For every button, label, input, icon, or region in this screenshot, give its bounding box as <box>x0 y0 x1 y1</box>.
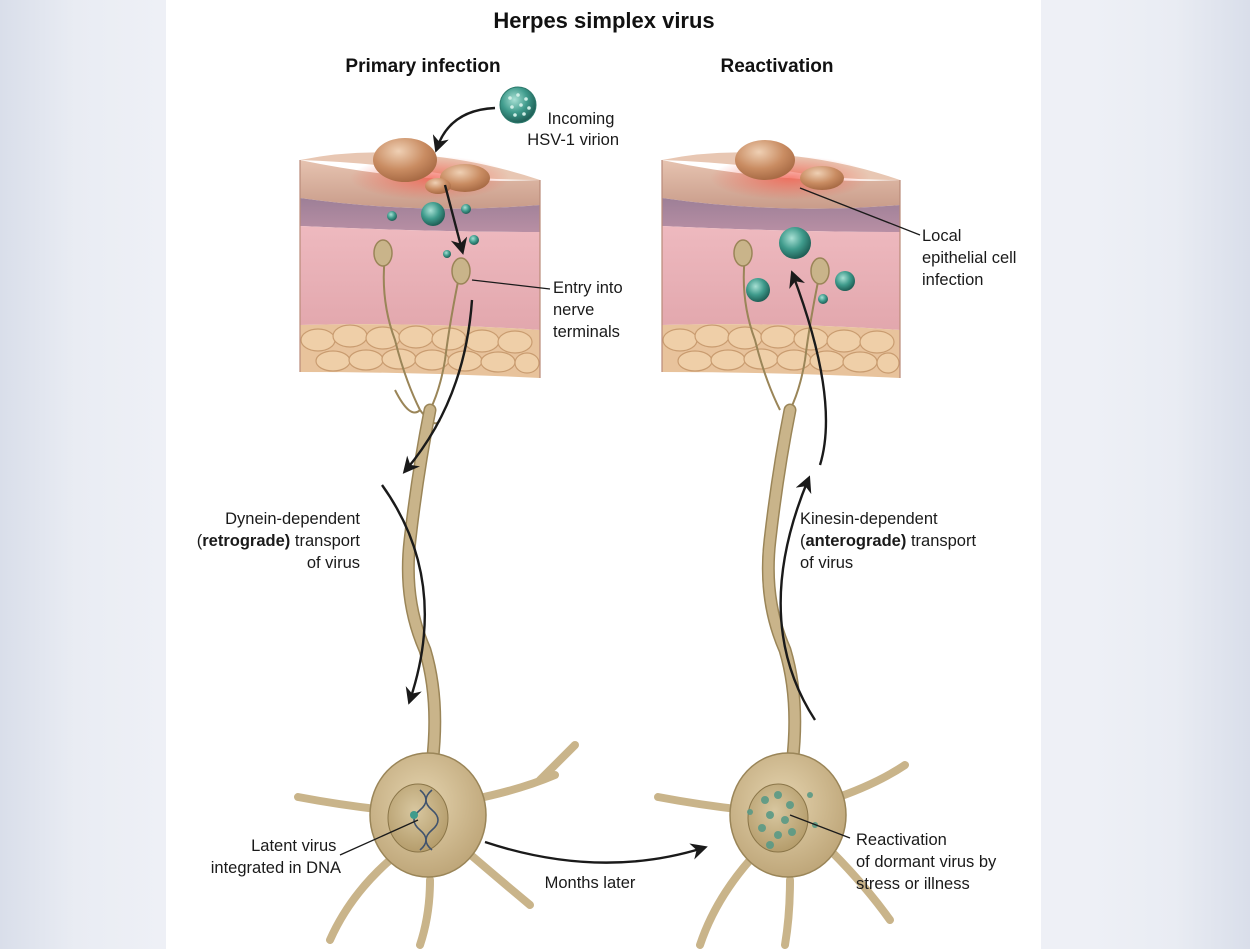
reactivation-label: Reactivation of dormant virus by stress … <box>856 831 1001 893</box>
incoming-arrow <box>432 106 496 153</box>
months-later-label: Months later <box>545 874 636 892</box>
anterograde-label-line3: of virus <box>800 554 853 572</box>
anterograde-arrow-upper <box>789 270 828 466</box>
arrows <box>381 106 828 864</box>
retrograde-arrow-upper <box>402 299 474 474</box>
retrograde-arrow-lower <box>381 484 427 705</box>
heading-primary-infection: Primary infection <box>345 56 500 77</box>
diagram-title: Herpes simplex virus <box>493 8 714 33</box>
dna-helix-icon <box>413 789 439 851</box>
heading-reactivation: Reactivation <box>721 56 834 77</box>
months-later-arrow <box>484 840 708 864</box>
incoming-virion-icon <box>499 86 537 124</box>
virion-icon <box>746 227 855 304</box>
retrograde-label-line3: of virus <box>307 554 360 572</box>
skin-block-left <box>299 138 541 425</box>
skin-block-right <box>661 140 901 411</box>
retrograde-label-line2: (retrograde) transport <box>197 532 361 550</box>
retrograde-label: Dynein-dependent <box>225 510 360 528</box>
incoming-virion-label: Incoming HSV-1 virion <box>527 110 619 149</box>
virion-icon <box>387 202 479 258</box>
latent-label: Latent virus integrated in DNA <box>211 837 341 877</box>
entry-arrow <box>443 184 468 255</box>
anterograde-label-line2: (anterograde) transport <box>800 532 976 550</box>
anterograde-arrow-lower <box>779 475 817 721</box>
neuron-left <box>294 403 579 949</box>
local-infection-label: Local epithelial cell infection <box>922 227 1021 289</box>
neuron-right <box>654 403 909 949</box>
entry-label: Entry into nerve terminals <box>553 279 627 341</box>
virion-icon <box>747 791 818 849</box>
anterograde-label: Kinesin-dependent <box>800 510 938 528</box>
